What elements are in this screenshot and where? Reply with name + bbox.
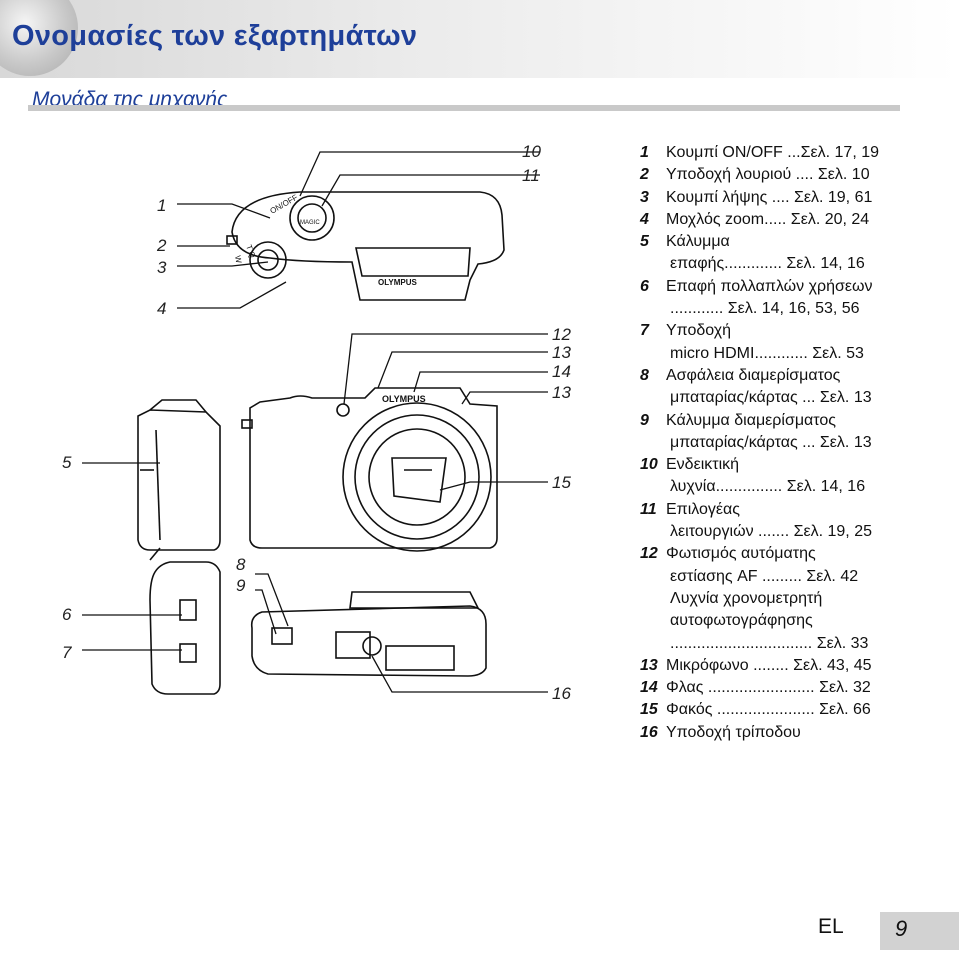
callout-12: 12 — [552, 325, 571, 344]
callout-13b: 13 — [552, 383, 571, 402]
tele-label: T Q — [244, 244, 257, 259]
callout-5: 5 — [62, 453, 72, 472]
camera-side-view — [137, 399, 221, 561]
callout-10: 10 — [522, 142, 541, 161]
front-brand-label: OLYMPUS — [382, 394, 426, 404]
page-number: 9 — [895, 916, 908, 941]
callout-6: 6 — [62, 605, 72, 624]
language-code: EL — [818, 915, 844, 938]
callout-15: 15 — [552, 473, 571, 492]
callout-2: 2 — [157, 236, 167, 255]
camera-diagram: ON/OFF MAGIC T Q W OLYMPUS OLYMPUS — [82, 151, 548, 695]
callout-13a: 13 — [552, 343, 571, 362]
callout-7: 7 — [62, 643, 72, 662]
callout-9: 9 — [236, 576, 246, 595]
page-title: Ονομασίες των εξαρτημάτων — [12, 20, 418, 52]
callout-16: 16 — [552, 684, 571, 703]
camera-top-view — [226, 191, 505, 301]
camera-ports-view — [149, 561, 221, 695]
section-rule — [28, 105, 900, 111]
top-brand-label: OLYMPUS — [378, 278, 417, 287]
header-band — [0, 0, 959, 78]
callout-14: 14 — [552, 362, 571, 381]
camera-bottom-view — [250, 591, 487, 677]
callout-11: 11 — [522, 166, 540, 185]
page-number-tab — [880, 912, 959, 950]
callout-4: 4 — [157, 299, 167, 318]
camera-front-view — [241, 387, 498, 552]
callout-1: 1 — [157, 196, 167, 215]
callout-8: 8 — [236, 555, 246, 574]
magic-label: MAGIC — [300, 220, 320, 226]
wide-label: W — [233, 255, 243, 264]
callout-leaders — [82, 151, 548, 693]
callout-3: 3 — [157, 258, 167, 277]
